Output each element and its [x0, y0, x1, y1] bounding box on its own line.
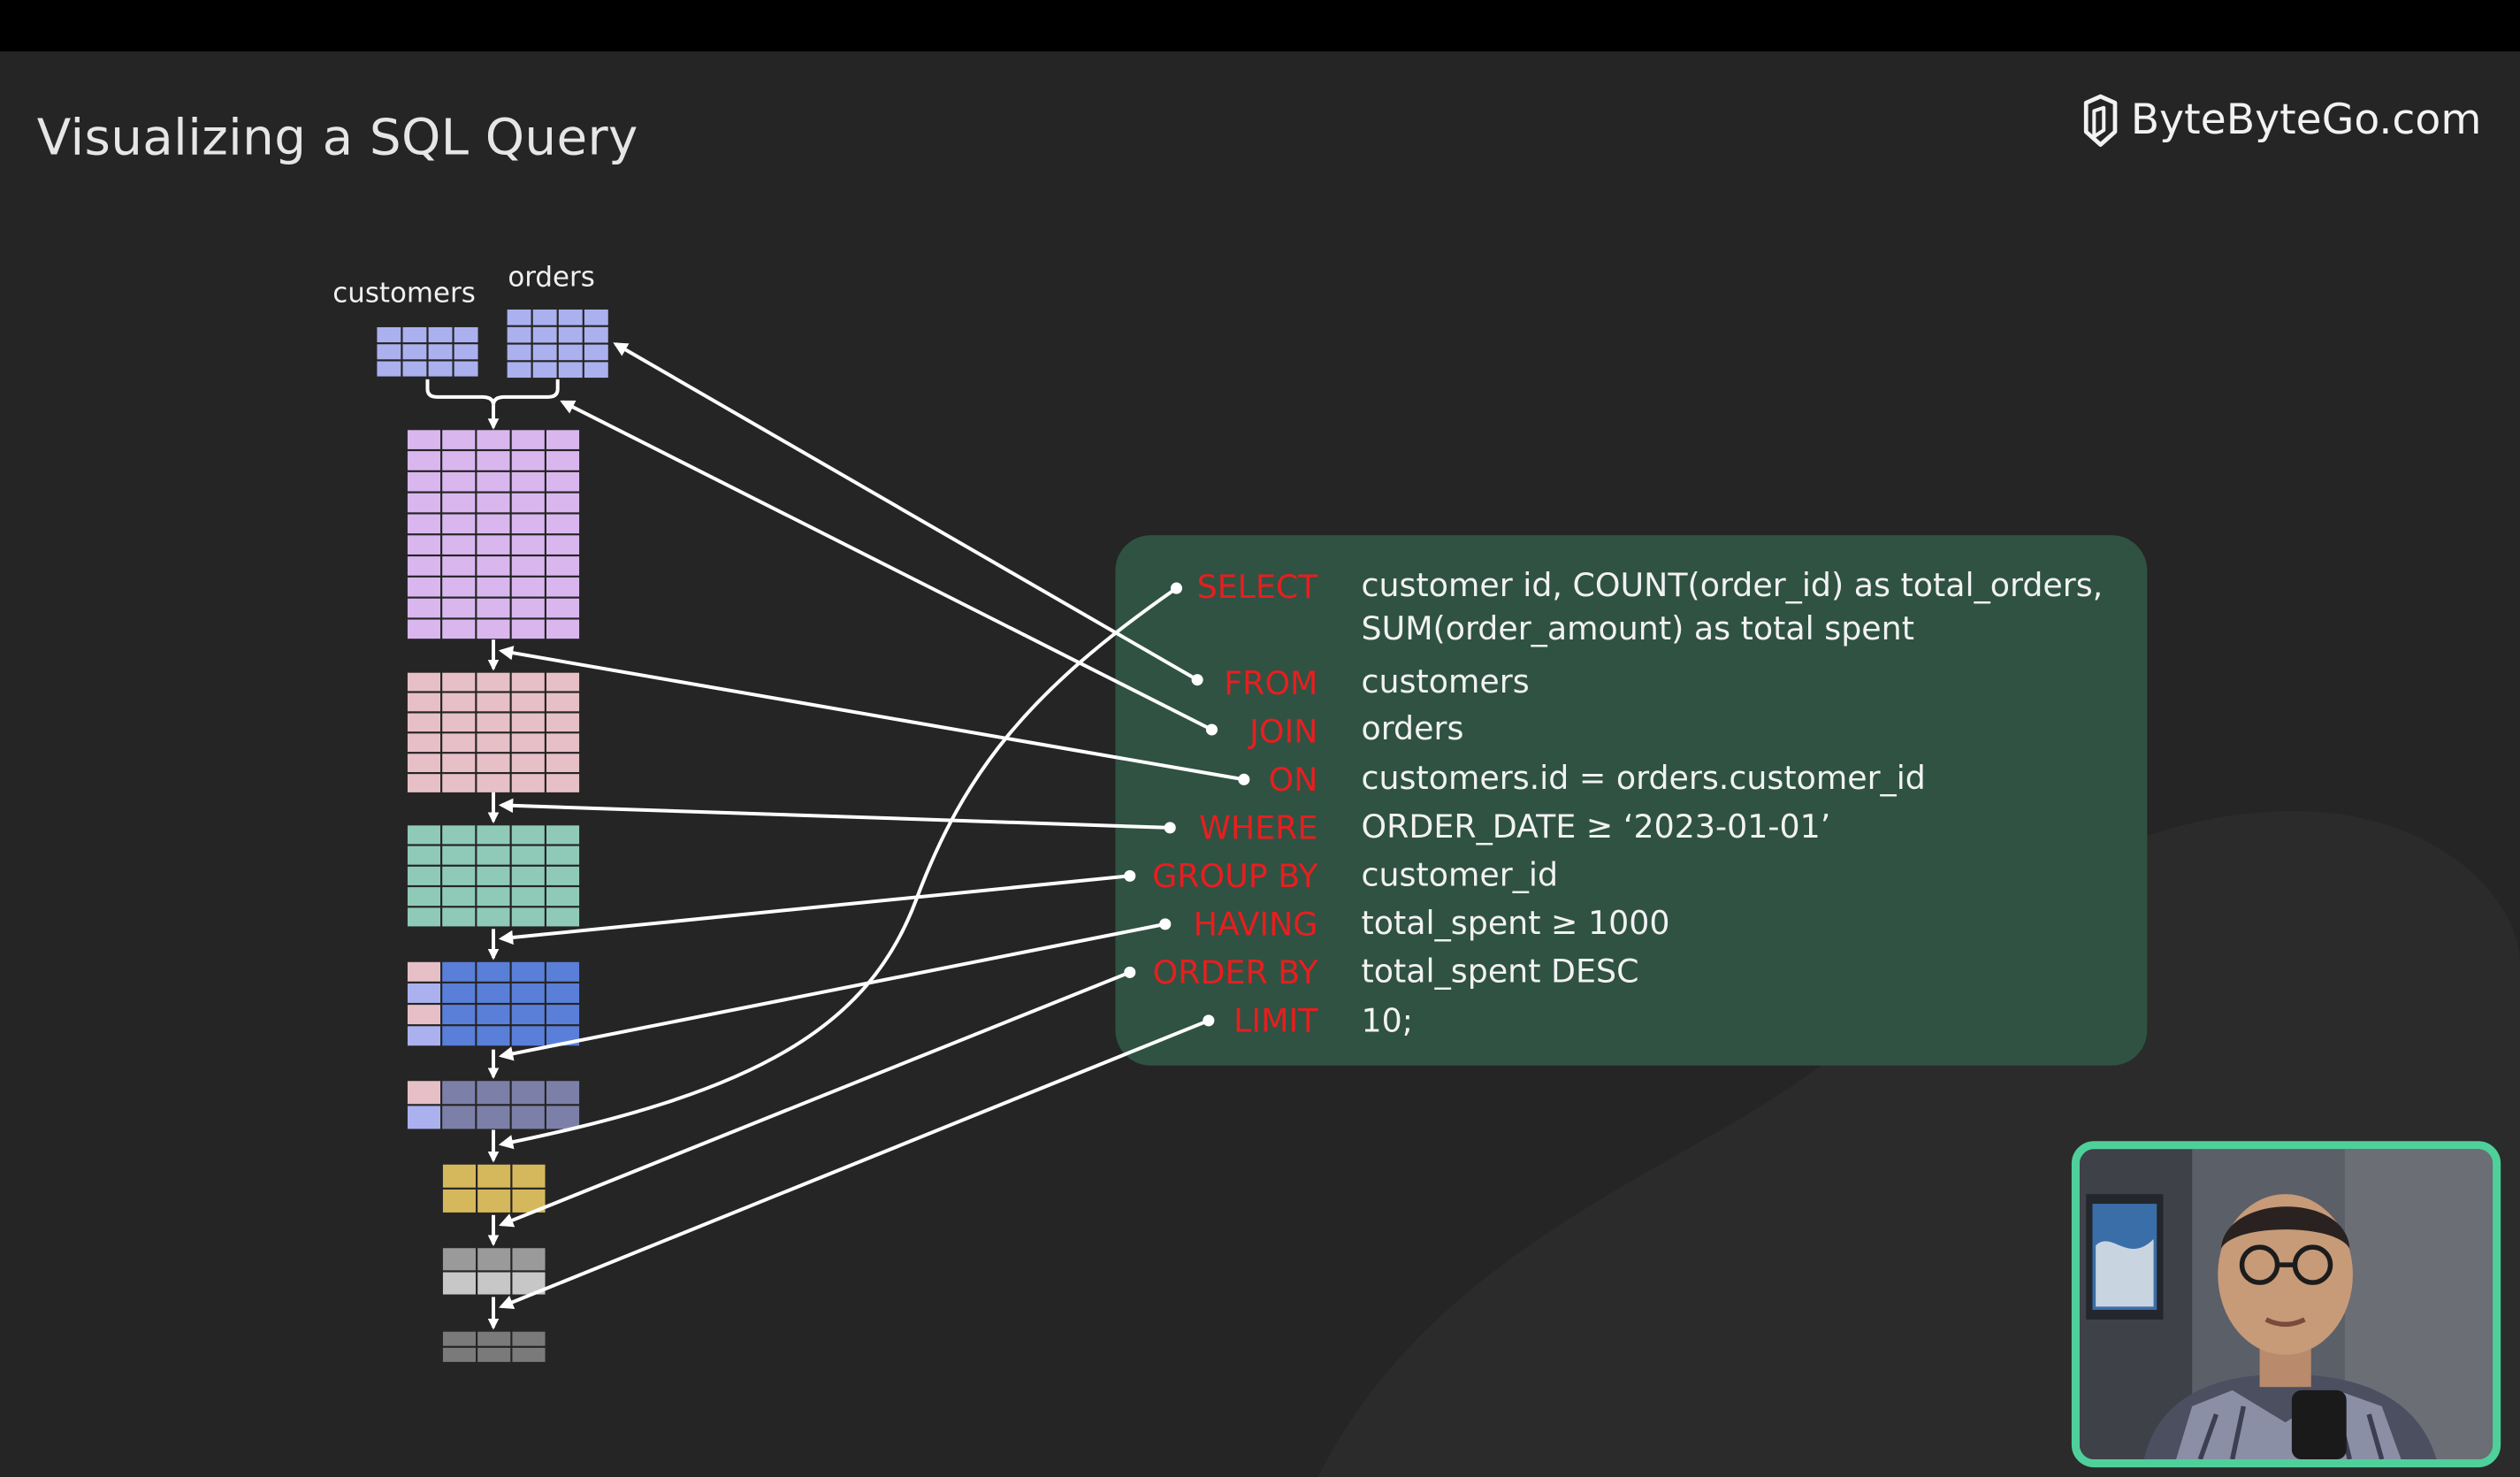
- sql-keyword-group-by: GROUP BY: [1152, 856, 1318, 896]
- select-result-table: [442, 1164, 546, 1213]
- customers-table-label: customers: [332, 278, 476, 310]
- join-to-orders-arrow: [560, 400, 1213, 731]
- merge-bracket-connector: [425, 379, 560, 406]
- having-to-groupby-arrow: [498, 922, 1166, 1061]
- sql-keyword-having: HAVING: [1193, 905, 1318, 944]
- sql-having-value: total_spent ≥ 1000: [1361, 903, 1670, 942]
- join-to-orders-arrow-origin-dot: [1205, 723, 1218, 736]
- on-result-table: [407, 672, 580, 792]
- sql-keyword-join: JOIN: [1249, 712, 1318, 751]
- from-to-customers-arrow-origin-dot: [1191, 674, 1203, 686]
- sql-from-value: customers: [1361, 662, 1530, 701]
- from-to-customers-arrow: [613, 342, 1199, 682]
- sql-keyword-on: ON: [1268, 760, 1318, 800]
- where-result-table: [407, 825, 580, 927]
- limit-to-orderby-arrow: [499, 1019, 1210, 1310]
- having-to-groupby-arrow-origin-dot: [1159, 918, 1172, 930]
- sql-keyword-where: WHERE: [1198, 808, 1318, 847]
- top-letterbox-bar: [0, 0, 2520, 52]
- sql-groupby-value: customer_id: [1361, 854, 1559, 894]
- sql-limit-value: 10;: [1361, 1001, 1414, 1040]
- brand[interactable]: ByteByteGo.com: [2080, 93, 2482, 148]
- sql-join-value: orders: [1361, 708, 1464, 747]
- customers-table: [377, 326, 478, 377]
- orderby-to-select-arrow-origin-dot: [1124, 966, 1136, 978]
- sql-select-columns-line2: SUM(order_amount) as total spent: [1361, 608, 1914, 648]
- sql-keyword-limit: LIMIT: [1233, 1001, 1318, 1040]
- orderby-to-select-arrow: [499, 970, 1131, 1228]
- having-result-table: [407, 1081, 580, 1129]
- groupby-to-where-arrow: [498, 874, 1130, 945]
- sql-keyword-select: SELECT: [1196, 567, 1318, 607]
- select-to-having-arrow: [498, 586, 1178, 1150]
- where-to-on-arrow-origin-dot: [1164, 822, 1176, 834]
- page-title: Visualizing a SQL Query: [36, 109, 638, 167]
- where-to-on-arrow: [498, 798, 1171, 830]
- on-to-joined-arrow-origin-dot: [1238, 773, 1250, 785]
- presenter-webcam: [2071, 1141, 2501, 1468]
- limit-result-table: [442, 1331, 546, 1362]
- sql-where-value: ORDER_DATE ≥ ‘2023-01-01’: [1361, 807, 1831, 846]
- groupby-to-where-arrow-origin-dot: [1124, 869, 1136, 882]
- orders-table-label: orders: [508, 262, 595, 295]
- on-to-joined-arrow: [498, 646, 1245, 782]
- sql-orderby-value: total_spent DESC: [1361, 951, 1639, 991]
- joined-table: [407, 430, 580, 639]
- select-to-having-arrow-origin-dot: [1170, 582, 1183, 594]
- limit-to-orderby-arrow-origin-dot: [1203, 1014, 1215, 1027]
- sql-query-panel: [1115, 535, 2148, 1066]
- bytebytego-logo-icon: [2080, 93, 2121, 148]
- sql-select-columns-line1: customer id, COUNT(order_id) as total_or…: [1361, 565, 2104, 605]
- order-by-result-table: [442, 1248, 546, 1295]
- presenter-video-feed: [2079, 1149, 2493, 1460]
- orders-table: [507, 309, 608, 379]
- group-by-result-table: [407, 961, 580, 1046]
- sql-keyword-order-by: ORDER BY: [1152, 953, 1318, 992]
- sql-on-value: customers.id = orders.customer_id: [1361, 758, 1926, 798]
- brand-text: ByteByteGo.com: [2130, 96, 2482, 145]
- sql-keyword-from: FROM: [1224, 663, 1318, 703]
